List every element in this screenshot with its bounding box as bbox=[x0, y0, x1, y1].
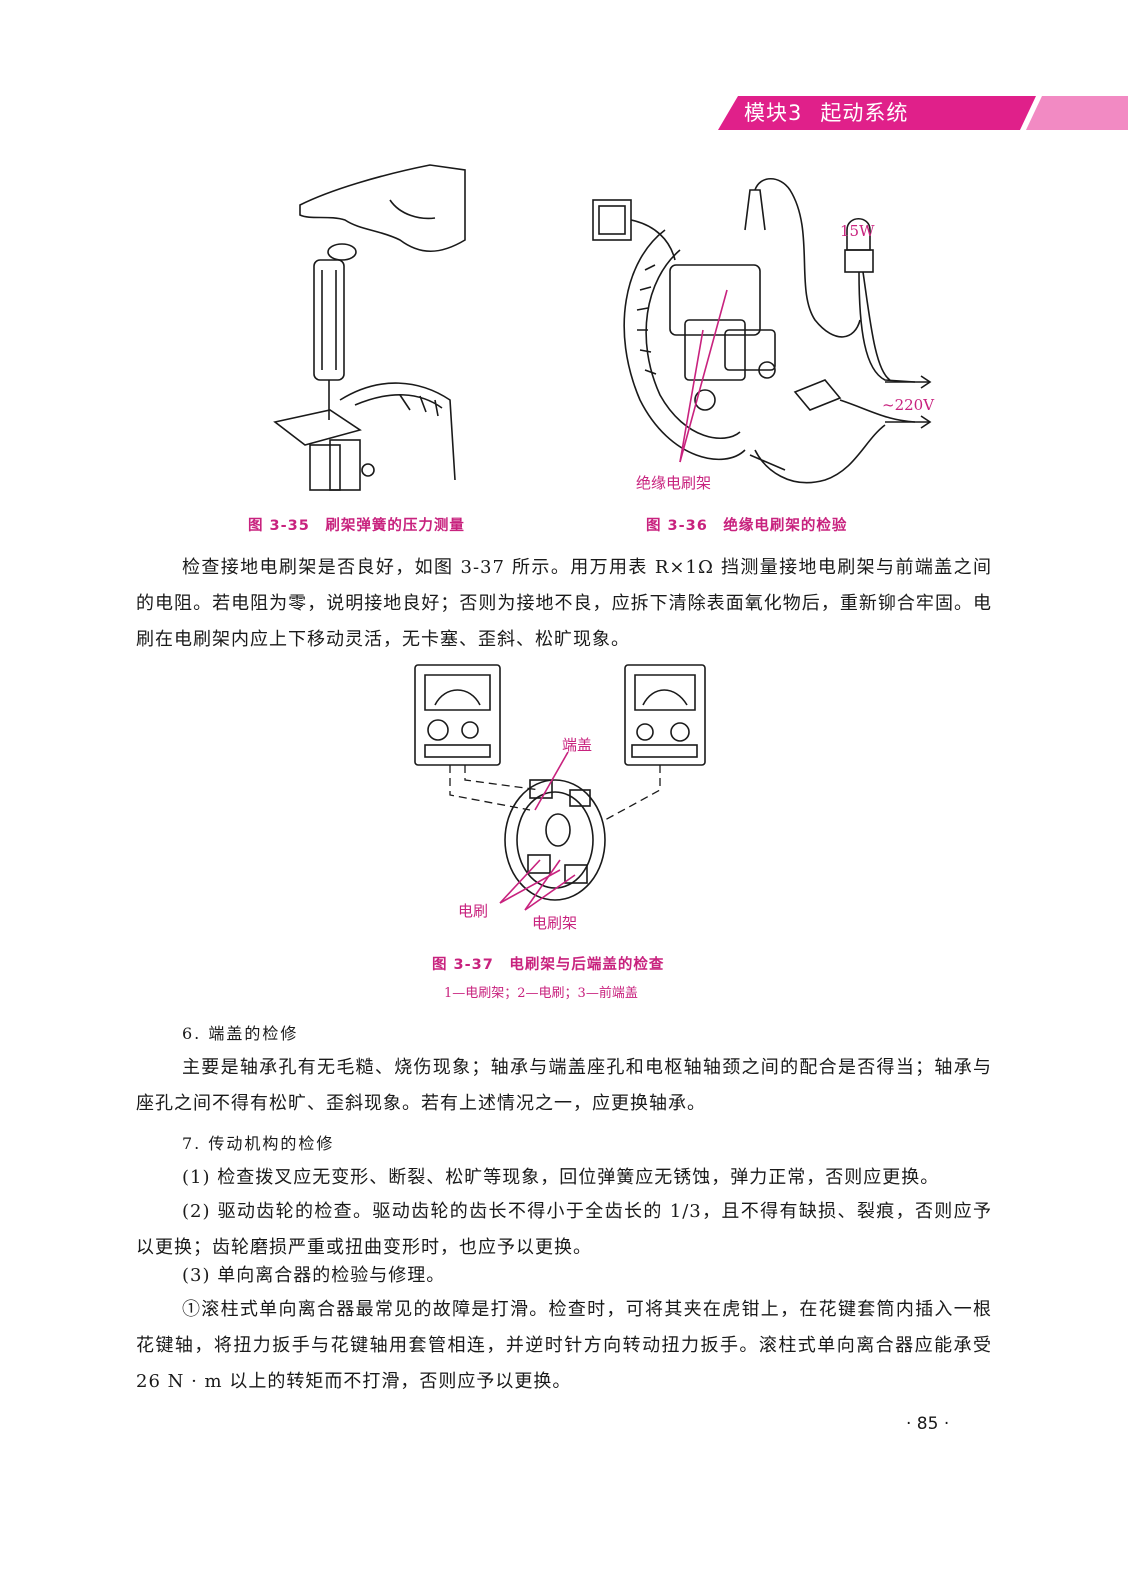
brush-label: 电刷 bbox=[458, 902, 489, 920]
paragraph-drive-gear: (2) 驱动齿轮的检查。驱动齿轮的齿长不得小于全齿长的 1/3，且不得有缺损、裂… bbox=[136, 1201, 992, 1258]
brush-holder-label: 电刷架 bbox=[532, 914, 578, 932]
paragraph-fork-check: (1) 检查拨叉应无变形、断裂、松旷等现象，回位弹簧应无锈蚀，弹力正常，否则应更… bbox=[182, 1167, 940, 1188]
paragraph-end-cover: 主要是轴承孔有无毛糙、烧伤现象；轴承与端盖座孔和电枢轴轴颈之间的配合是否得当；轴… bbox=[136, 1057, 992, 1114]
brush-holder-endcover-drawing bbox=[414, 664, 706, 911]
insulated-brush-holder-drawing bbox=[592, 177, 932, 484]
spring-pressure-drawing bbox=[273, 164, 466, 491]
banner-shape bbox=[718, 96, 1128, 130]
figure-3-37-illustration bbox=[410, 660, 720, 940]
figure-3-37-caption: 图 3-37 电刷架与后端盖的检查 bbox=[432, 957, 665, 973]
paragraph-ground-brush-check: 检查接地电刷架是否良好，如图 3-37 所示。用万用表 R×1Ω 挡测量接地电刷… bbox=[136, 557, 992, 650]
section-7-heading: 7. 传动机构的检修 bbox=[182, 1134, 335, 1153]
module-banner: 模块3 起动系统 bbox=[718, 96, 1128, 130]
figure-3-37-legend: 1—电刷架；2—电刷；3—前端盖 bbox=[444, 986, 638, 1001]
page-number: · 85 · bbox=[906, 1414, 950, 1434]
section-6-heading: 6. 端盖的检修 bbox=[182, 1024, 299, 1043]
paragraph-roller-clutch: ①滚柱式单向离合器最常见的故障是打滑。检查时，可将其夹在虎钳上，在花键套筒内插入… bbox=[136, 1299, 992, 1392]
end-cover-label: 端盖 bbox=[562, 736, 593, 754]
figure-3-36-caption: 图 3-36 绝缘电刷架的检验 bbox=[646, 518, 848, 534]
voltage-label: ~220V bbox=[882, 396, 935, 414]
banner-text: 模块3 起动系统 bbox=[744, 98, 926, 128]
paragraph-clutch-heading: (3) 单向离合器的检验与修理。 bbox=[182, 1265, 446, 1286]
insulated-brush-label: 绝缘电刷架 bbox=[636, 474, 712, 492]
lamp-label: 15W bbox=[840, 222, 875, 240]
figure-3-36-illustration bbox=[585, 170, 945, 490]
figure-3-35-illustration bbox=[270, 160, 470, 500]
module-number: 模块3 bbox=[744, 101, 803, 125]
module-title: 起动系统 bbox=[820, 101, 909, 125]
figure-3-35-caption: 图 3-35 刷架弹簧的压力测量 bbox=[248, 518, 465, 534]
